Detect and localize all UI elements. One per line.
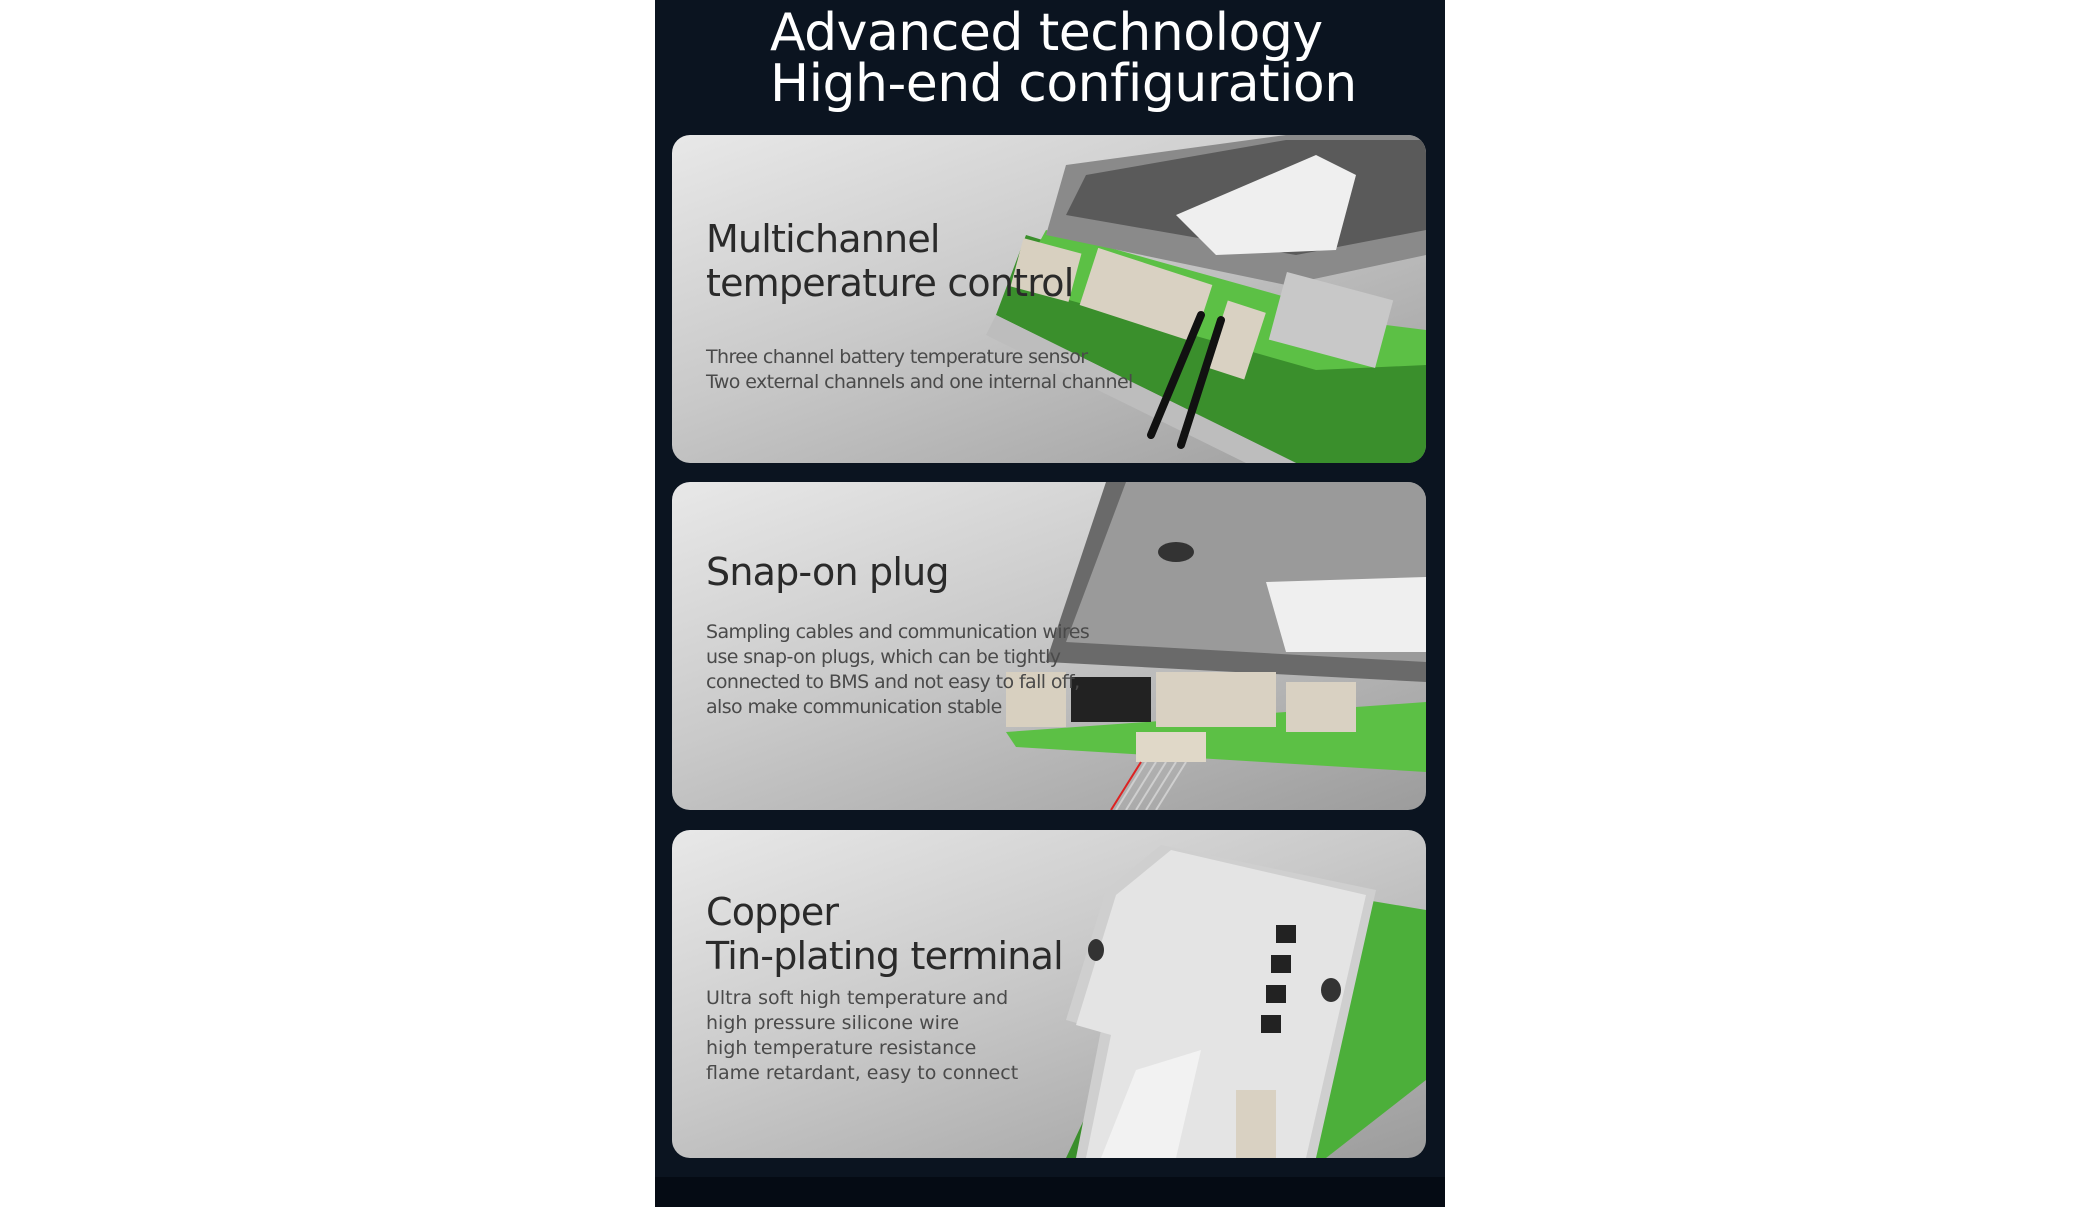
body-line: flame retardant, easy to connect bbox=[706, 1062, 1019, 1084]
card-heading: Snap-on plug bbox=[706, 550, 950, 594]
card-body: Sampling cables and communication wires … bbox=[706, 620, 1090, 720]
card-heading: Multichannel temperature control bbox=[706, 217, 1074, 305]
body-line: Two external channels and one internal c… bbox=[706, 371, 1133, 393]
card-body: Ultra soft high temperature and high pre… bbox=[706, 986, 1018, 1086]
body-line: use snap-on plugs, which can be tightly bbox=[706, 646, 1061, 668]
body-line: connected to BMS and not easy to fall of… bbox=[706, 671, 1080, 693]
card-body: Three channel battery temperature sensor… bbox=[706, 345, 1133, 395]
heading-line: temperature control bbox=[706, 261, 1074, 305]
heading-line: Tin-plating terminal bbox=[706, 934, 1064, 978]
body-line: Sampling cables and communication wires bbox=[706, 621, 1090, 643]
feature-card-copper-terminal: Copper Tin-plating terminal Ultra soft h… bbox=[672, 830, 1426, 1158]
body-line: Ultra soft high temperature and bbox=[706, 987, 1009, 1009]
heading-line: Multichannel bbox=[706, 217, 940, 261]
feature-card-temperature: Multichannel temperature control Three c… bbox=[672, 135, 1426, 463]
body-line: Three channel battery temperature sensor bbox=[706, 346, 1088, 368]
bms-board-image bbox=[1006, 482, 1426, 810]
heading-line: Snap-on plug bbox=[706, 550, 950, 594]
bms-board-image bbox=[986, 135, 1426, 463]
body-line: also make communication stable bbox=[706, 696, 1002, 718]
product-panel: Advanced technology High-end configurati… bbox=[655, 0, 1445, 1207]
card-heading: Copper Tin-plating terminal bbox=[706, 890, 1064, 978]
bottom-strip bbox=[655, 1177, 1445, 1207]
body-line: high temperature resistance bbox=[706, 1037, 977, 1059]
page-title: Advanced technology High-end configurati… bbox=[770, 3, 1357, 114]
body-line: high pressure silicone wire bbox=[706, 1012, 960, 1034]
title-line-1: Advanced technology bbox=[770, 3, 1323, 63]
title-line-2: High-end configuration bbox=[770, 54, 1357, 114]
feature-card-snap-on-plug: Snap-on plug Sampling cables and communi… bbox=[672, 482, 1426, 810]
heading-line: Copper bbox=[706, 890, 839, 934]
bms-board-image bbox=[1066, 845, 1426, 1158]
